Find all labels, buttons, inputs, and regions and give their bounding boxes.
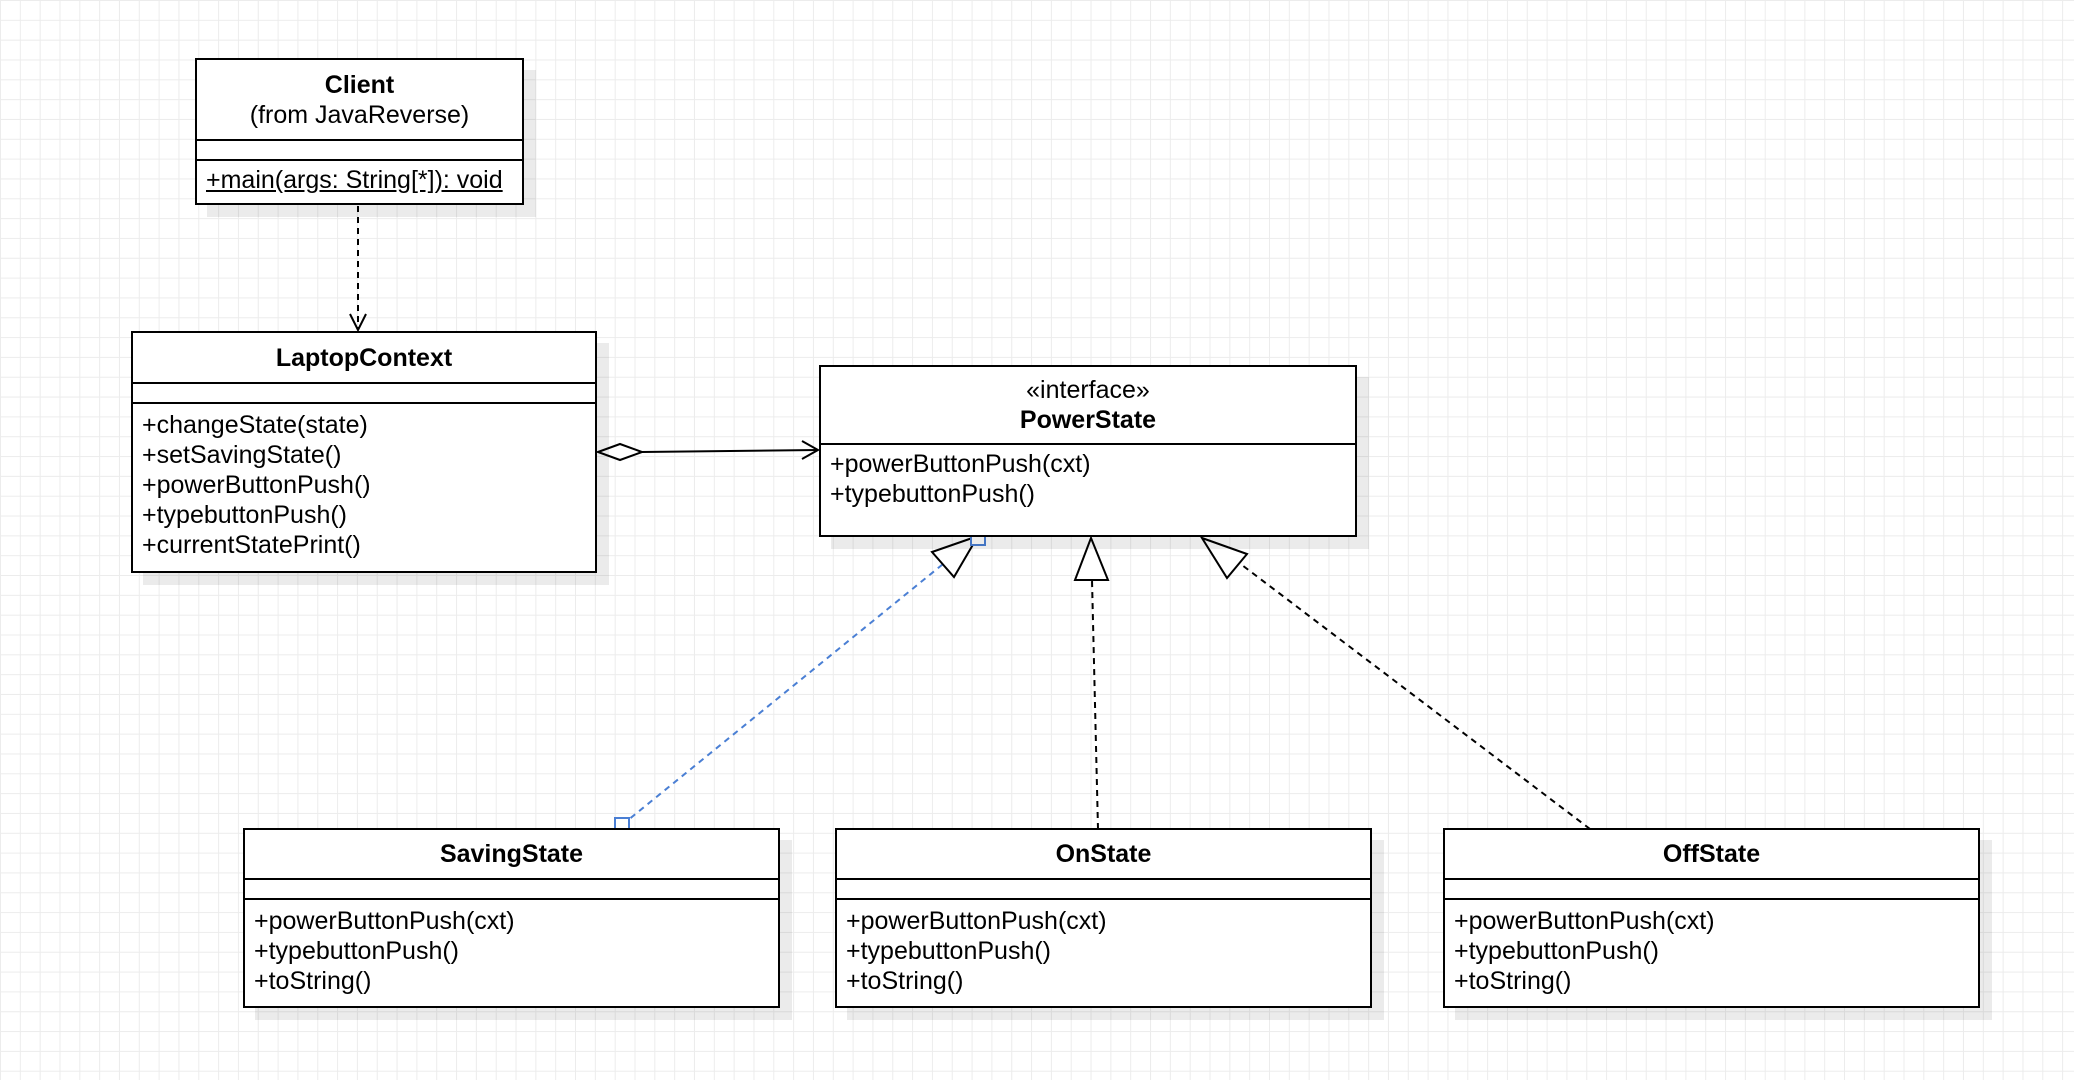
class-laptopcontext-header: LaptopContext [133, 333, 595, 384]
aggregation-arrowhead [801, 440, 821, 460]
operation: +typebuttonPush() [1454, 937, 1659, 965]
operation: +toString() [846, 967, 964, 995]
aggregation-edge-laptopcontext-powerstate[interactable] [641, 449, 819, 453]
class-name: SavingState [439, 840, 584, 868]
operation: +setSavingState() [142, 441, 342, 469]
class-offstate-header: OffState [1445, 830, 1978, 880]
class-onstate[interactable]: OnState +powerButtonPush(cxt) +typebutto… [835, 828, 1372, 1008]
operation: +toString() [1454, 967, 1572, 995]
class-savingstate[interactable]: SavingState +powerButtonPush(cxt) +typeb… [243, 828, 780, 1008]
class-name: Client [324, 70, 395, 99]
class-name: PowerState [1019, 406, 1157, 434]
operation: +powerButtonPush(cxt) [1454, 907, 1715, 935]
class-name: OnState [1055, 840, 1152, 868]
attributes-compartment [245, 880, 778, 900]
attributes-compartment [837, 880, 1370, 900]
dependency-arrowhead [349, 313, 367, 333]
realization-arrowhead-onstate [1073, 535, 1110, 581]
class-package: (from JavaReverse) [249, 100, 470, 129]
operation: +toString() [254, 967, 372, 995]
class-client-header: Client (from JavaReverse) [197, 60, 522, 141]
attributes-compartment [197, 141, 522, 161]
class-onstate-header: OnState [837, 830, 1370, 880]
stereotype-label: «interface» [1026, 376, 1150, 404]
interface-powerstate[interactable]: «interface» PowerState +powerButtonPush(… [819, 365, 1357, 537]
class-offstate[interactable]: OffState +powerButtonPush(cxt) +typebutt… [1443, 828, 1980, 1008]
operation: +main(args: String[*]): void [206, 166, 503, 194]
interface-powerstate-header: «interface» PowerState [821, 367, 1355, 445]
operation: +typebuttonPush() [846, 937, 1051, 965]
class-client[interactable]: Client (from JavaReverse) +main(args: St… [195, 58, 524, 205]
operation: +powerButtonPush(cxt) [846, 907, 1107, 935]
class-savingstate-header: SavingState [245, 830, 778, 880]
operations-compartment: +powerButtonPush(cxt) +typebuttonPush() [821, 445, 1355, 509]
operations-compartment: +powerButtonPush(cxt) +typebuttonPush() … [1445, 900, 1978, 996]
operation: +powerButtonPush() [142, 471, 371, 499]
operation: +powerButtonPush(cxt) [830, 450, 1091, 478]
operation: +powerButtonPush(cxt) [254, 907, 515, 935]
operation: +typebuttonPush() [254, 937, 459, 965]
operations-compartment: +powerButtonPush(cxt) +typebuttonPush() … [245, 900, 778, 996]
attributes-compartment [133, 384, 595, 404]
class-name: LaptopContext [275, 343, 453, 372]
realization-edge-onstate-powerstate[interactable] [1091, 579, 1099, 830]
realization-edge-offstate-powerstate[interactable] [1237, 561, 1591, 830]
operations-compartment: +main(args: String[*]): void [197, 161, 522, 195]
aggregation-diamond [595, 442, 645, 462]
realization-arrowhead-savingstate [930, 534, 981, 579]
operation: +currentStatePrint() [142, 531, 361, 559]
operations-compartment: +powerButtonPush(cxt) +typebuttonPush() … [837, 900, 1370, 996]
operation: +typebuttonPush() [830, 480, 1035, 508]
operation: +changeState(state) [142, 411, 368, 439]
operations-compartment: +changeState(state) +setSavingState() +p… [133, 404, 595, 560]
attributes-compartment [1445, 880, 1978, 900]
class-name: OffState [1662, 840, 1761, 868]
class-laptopcontext[interactable]: LaptopContext +changeState(state) +setSa… [131, 331, 597, 573]
realization-arrowhead-offstate [1199, 536, 1249, 580]
realization-edge-savingstate-powerstate[interactable] [621, 559, 949, 826]
operation: +typebuttonPush() [142, 501, 347, 529]
